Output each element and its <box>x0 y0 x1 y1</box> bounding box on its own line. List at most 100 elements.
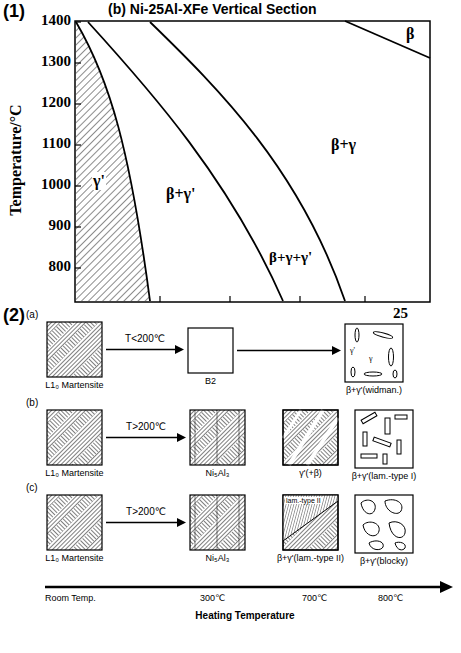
drawing-stroke <box>369 541 383 550</box>
transition-label: T>200℃ <box>125 421 167 432</box>
phase-boundary <box>88 22 283 301</box>
label-text: β+γ+γ' <box>268 249 313 266</box>
label-text: 800℃ <box>378 593 403 603</box>
drawing-stroke <box>195 410 196 465</box>
drawing-stroke <box>355 328 359 342</box>
micrograph-frame <box>188 328 233 373</box>
label-text: 1300 <box>41 53 71 70</box>
drawing-stroke <box>364 372 382 376</box>
micrograph-caption: β+γ'(lam.-type II) <box>275 553 347 564</box>
drawing-stroke <box>389 522 405 538</box>
drawing-stroke <box>217 410 218 465</box>
drawing-stroke <box>283 495 338 541</box>
gamma-prime-texture <box>283 410 338 465</box>
drawing-stroke <box>361 454 377 458</box>
drawing-stroke <box>299 296 300 302</box>
label-text: 900 <box>49 217 72 234</box>
drawing-stroke <box>385 500 402 514</box>
drawing-stroke <box>397 440 401 454</box>
micrograph-caption: β+γ'(widman.) <box>344 385 405 396</box>
drawing-stroke <box>361 500 405 550</box>
ni5al3-texture <box>190 495 245 550</box>
phase-symbol: γ <box>368 355 374 363</box>
label-text: 25 <box>393 305 408 322</box>
micrograph-frame: γ' γ <box>345 324 403 382</box>
label-text: (a) <box>26 309 38 321</box>
micrograph-caption: γ'(+β) <box>283 468 338 479</box>
lamellar-ii-texture <box>283 495 338 550</box>
lamellar-i-texture <box>355 410 413 468</box>
label-text: 300℃ <box>200 593 225 603</box>
drawing-stroke <box>239 410 240 465</box>
drawing-stroke <box>393 370 397 378</box>
arrow-shaft <box>106 437 180 439</box>
micrograph-box: L1₀ Martensite <box>43 410 106 479</box>
micrograph-frame <box>47 410 102 465</box>
phase-symbol: lam.-type II <box>285 497 322 504</box>
drawing-stroke <box>283 495 338 541</box>
drawing-stroke <box>229 296 230 302</box>
micrograph-box: β+γ'(lam.-type I) <box>350 410 419 482</box>
gamma-prime-field <box>76 22 150 301</box>
micrograph-caption: L1₀ Martensite <box>43 380 106 391</box>
micrograph-box: γ'(+β) <box>283 410 338 479</box>
drawing-stroke <box>383 454 387 464</box>
micrograph-caption: Ni₅Al₃ <box>190 553 245 564</box>
label-text: 1000 <box>41 176 71 193</box>
micrograph-caption: B2 <box>188 376 233 387</box>
drawing-stroke <box>355 495 413 553</box>
temperature-axis <box>45 586 441 589</box>
phase-boundary <box>76 22 150 301</box>
arrow-shaft <box>106 522 180 524</box>
drawing-stroke <box>283 410 301 438</box>
drawing-stroke <box>217 495 218 550</box>
drawing-stroke <box>361 500 375 514</box>
micrograph-box: γ' γ β+γ'(widman.) <box>344 324 405 396</box>
drawing-stroke <box>385 418 390 434</box>
label-text: Room Temp. <box>45 593 96 603</box>
drawing-stroke <box>355 410 413 468</box>
transition-label: T>200℃ <box>125 506 167 517</box>
transition-arrow <box>106 433 186 442</box>
micrograph-box: β+γ'(blocky) <box>355 495 413 567</box>
label-text: 1100 <box>42 135 71 152</box>
blocky-texture <box>355 495 413 553</box>
micrograph-caption: β+γ'(lam.-type I) <box>350 471 419 482</box>
phase-diagram <box>75 21 430 302</box>
micrograph-box: B2 <box>188 328 233 387</box>
label-text: β+γ' <box>165 185 196 203</box>
drawing-stroke <box>283 410 338 465</box>
label-text: Temperature/°C <box>7 104 25 215</box>
ni5al3-fine-lines <box>195 495 239 550</box>
label-text: (1) <box>3 1 25 22</box>
micrograph-frame <box>190 495 245 550</box>
drawing-stroke <box>395 415 407 419</box>
arrowhead <box>177 433 186 442</box>
transition-arrow <box>106 518 186 527</box>
label-text: 1200 <box>41 94 71 111</box>
arrowhead <box>177 518 186 527</box>
micrographs <box>45 322 453 593</box>
drawing-stroke <box>307 418 338 465</box>
arrowhead <box>332 346 341 355</box>
drawing-stroke <box>351 328 397 378</box>
phase-boundary <box>345 21 430 58</box>
drawing-stroke <box>351 367 355 377</box>
micrograph-frame <box>47 495 102 550</box>
micrograph-caption: Ni₅Al₃ <box>190 468 245 479</box>
axis-ticks <box>75 22 365 302</box>
label-text: β+γ <box>330 136 357 154</box>
ni5al3-fine-lines <box>195 410 239 465</box>
widmanstatten-texture <box>345 324 403 382</box>
b2-square <box>188 328 233 373</box>
phase-symbol: γ' <box>349 347 356 355</box>
axis-arrowhead <box>440 581 453 593</box>
micrograph-box: Ni₅Al₃ <box>190 495 245 564</box>
drawing-stroke <box>283 501 338 541</box>
drawing-stroke <box>361 412 377 423</box>
transition-arrow <box>237 346 341 355</box>
drawing-stroke <box>195 495 196 550</box>
drawing-stroke <box>361 412 407 464</box>
plot-frame <box>75 21 430 302</box>
